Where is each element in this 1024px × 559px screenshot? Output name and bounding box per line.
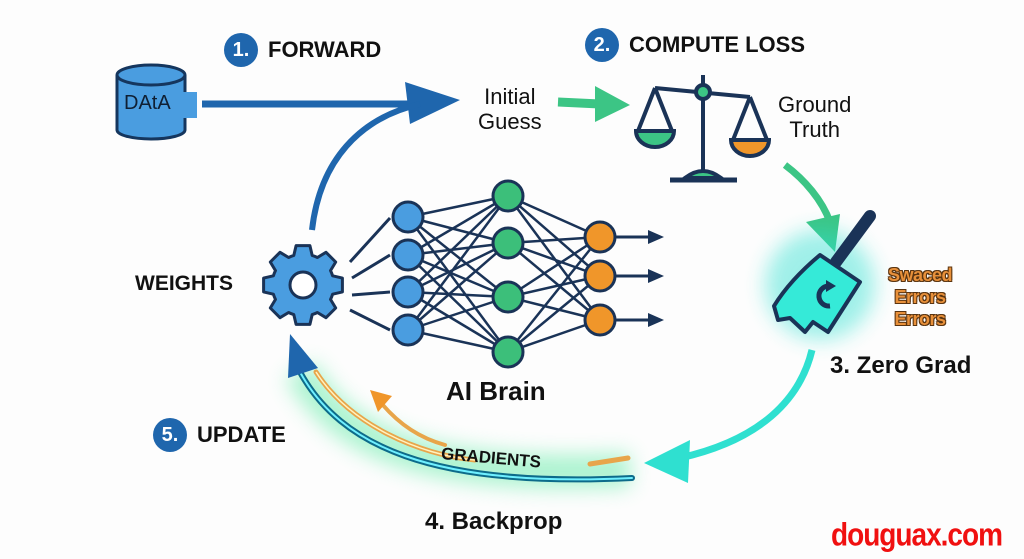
broom-caption-line: Errors bbox=[894, 309, 947, 329]
network-edge bbox=[407, 290, 509, 354]
network-edge bbox=[406, 216, 510, 353]
network-edge bbox=[406, 195, 510, 331]
hidden-node bbox=[491, 280, 525, 314]
network-edge bbox=[507, 242, 601, 321]
ground-truth-line: Truth bbox=[789, 117, 840, 142]
network-edge bbox=[507, 235, 601, 299]
input-node bbox=[391, 238, 425, 272]
watermark: douguax.com bbox=[830, 516, 1003, 553]
output-node bbox=[583, 303, 617, 337]
neural-network bbox=[348, 179, 664, 369]
network-edge bbox=[407, 194, 509, 219]
step-backprop-label: 4. Backprop bbox=[425, 508, 563, 535]
data-label: DAtA bbox=[124, 92, 171, 114]
hidden-node bbox=[491, 335, 525, 369]
network-edge bbox=[407, 253, 509, 299]
gradients-arc bbox=[285, 334, 635, 489]
hidden-node bbox=[491, 179, 525, 213]
ai-brain-label: AI Brain bbox=[446, 376, 546, 406]
initial-guess-line: Initial bbox=[484, 84, 536, 109]
network-edge bbox=[506, 195, 602, 321]
broom-caption-line: Swaced bbox=[888, 265, 953, 285]
step-label: FORWARD bbox=[268, 37, 382, 62]
step-update: 5. UPDATE bbox=[153, 418, 286, 452]
zerograd-to-backprop-arrow bbox=[644, 349, 816, 483]
forward-arrow bbox=[202, 82, 460, 231]
network-edge bbox=[407, 241, 509, 294]
network-edge bbox=[507, 275, 601, 353]
output-arrowhead bbox=[648, 230, 664, 244]
hidden-node bbox=[491, 226, 525, 260]
gear-connection bbox=[351, 253, 391, 280]
gear-connection bbox=[351, 290, 391, 297]
network-edge bbox=[407, 295, 509, 332]
network-edge bbox=[407, 215, 509, 245]
input-node bbox=[391, 200, 425, 234]
broom-caption-line: Errors bbox=[894, 287, 947, 307]
network-edge bbox=[507, 236, 601, 353]
initial-guess-label: Initial Guess bbox=[478, 84, 542, 134]
initial-guess-line: Guess bbox=[478, 109, 542, 134]
network-edge bbox=[407, 242, 509, 331]
step-label: UPDATE bbox=[197, 422, 286, 447]
weights-label: WEIGHTS bbox=[135, 272, 233, 295]
gear-icon bbox=[262, 244, 344, 326]
network-edge bbox=[407, 195, 509, 293]
network-edge bbox=[407, 241, 509, 257]
step-number-badge: 1. bbox=[224, 33, 258, 67]
output-arrowhead bbox=[648, 269, 664, 283]
database-icon bbox=[115, 63, 197, 141]
input-node bbox=[391, 275, 425, 309]
broom-icon bbox=[765, 210, 876, 340]
step-number-badge: 5. bbox=[153, 418, 187, 452]
gear-connection bbox=[348, 216, 392, 264]
balance-scale-icon bbox=[633, 75, 772, 183]
network-edge bbox=[407, 254, 509, 353]
output-node bbox=[583, 259, 617, 293]
step-label: COMPUTE LOSS bbox=[629, 32, 806, 57]
step-forward: 1. FORWARD bbox=[224, 33, 381, 67]
output-node bbox=[583, 220, 617, 254]
ground-truth-line: Ground bbox=[778, 92, 852, 117]
input-node bbox=[391, 313, 425, 347]
step-number-badge: 2. bbox=[585, 28, 619, 62]
output-arrowhead bbox=[648, 313, 664, 327]
network-edge bbox=[507, 195, 601, 277]
network-edge bbox=[507, 194, 601, 239]
network-edge bbox=[407, 194, 509, 257]
guess-to-scale-arrow bbox=[557, 86, 630, 122]
broom-caption: Swaced Errors Errors bbox=[888, 264, 953, 330]
ground-truth-label: Ground Truth bbox=[778, 92, 851, 142]
step-compute-loss: 2. COMPUTE LOSS bbox=[585, 28, 805, 62]
network-edge bbox=[407, 290, 509, 299]
network-edge bbox=[407, 328, 509, 354]
network-edge bbox=[407, 216, 509, 298]
gear-connection bbox=[349, 308, 391, 332]
step-zero-grad-label: 3. Zero Grad bbox=[830, 352, 972, 379]
